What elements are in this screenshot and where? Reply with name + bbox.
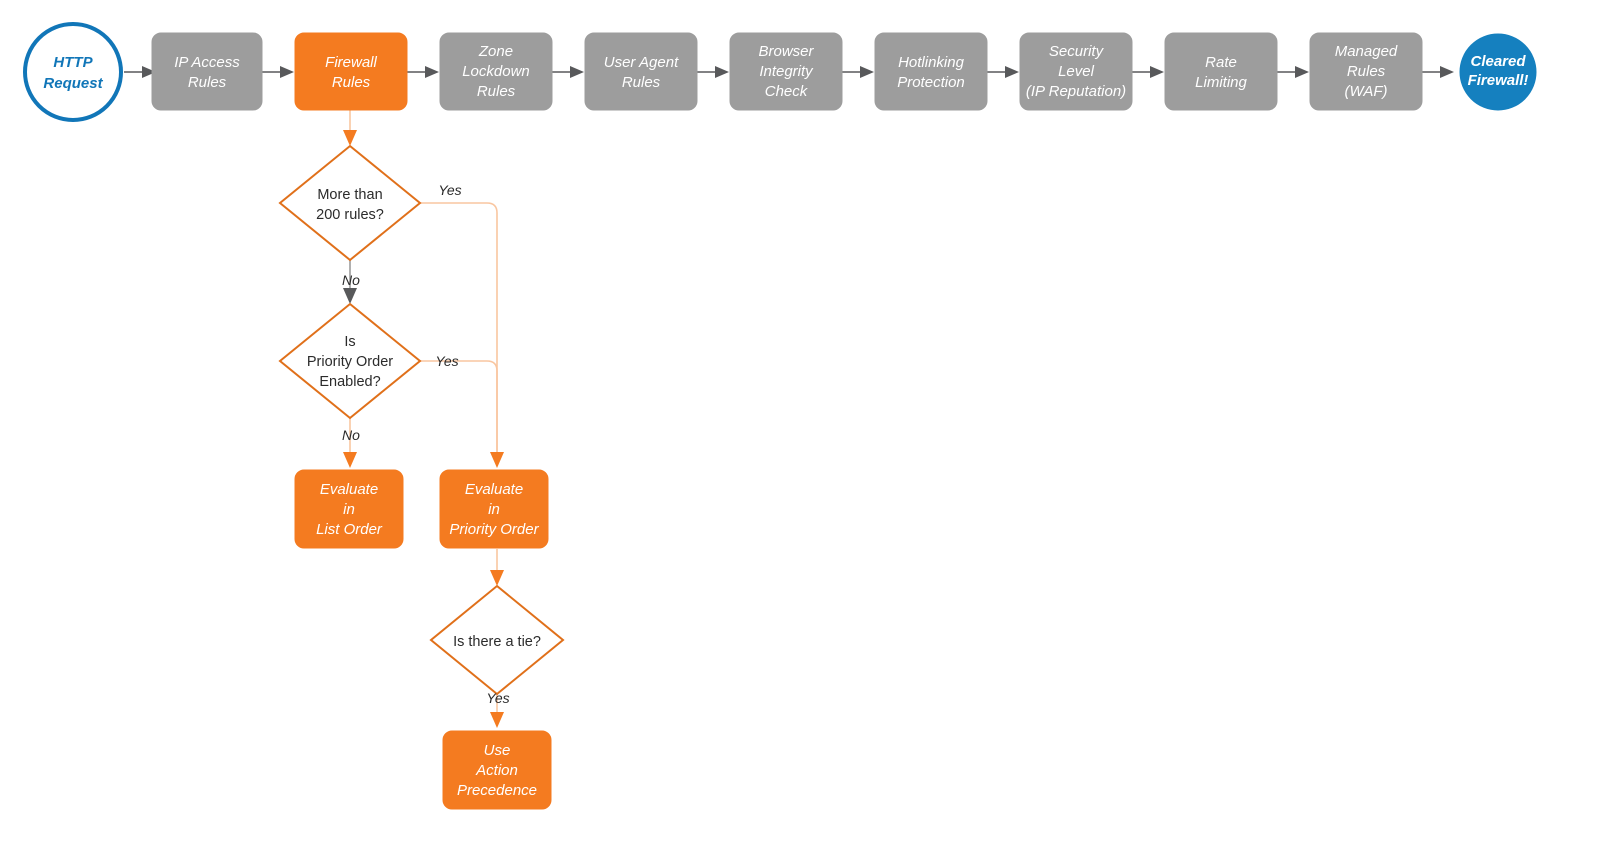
connector-managed-rules-to-end xyxy=(1422,66,1454,78)
node-security-level-line-1: Security xyxy=(1049,43,1105,60)
edge-label-yes-priority: Yes xyxy=(435,353,458,369)
node-use-action-precedence-line-1: Use xyxy=(484,742,511,759)
node-ip-access-rules[interactable]: IP Access Rules xyxy=(151,32,263,111)
node-security-level[interactable]: Security Level (IP Reputation) xyxy=(1019,32,1133,111)
edge-label-yes-tie: Yes xyxy=(486,690,509,706)
decision-is-there-a-tie-line-1: Is there a tie? xyxy=(453,634,541,650)
node-ip-access-rules-line-2: Rules xyxy=(188,74,227,91)
connector-hotlinking-to-security-level xyxy=(987,66,1019,78)
node-managed-rules-waf[interactable]: Managed Rules (WAF) xyxy=(1309,32,1423,111)
connector-firewall-to-zone-lockdown xyxy=(407,66,439,78)
decision-is-priority-order-enabled[interactable]: Is Priority Order Enabled? xyxy=(278,302,422,420)
node-browser-integrity-check[interactable]: Browser Integrity Check xyxy=(729,32,843,111)
connector-ip-access-to-firewall xyxy=(262,66,294,78)
node-zone-lockdown-rules-line-1: Zone xyxy=(478,43,513,60)
node-evaluate-in-list-order-line-1: Evaluate xyxy=(320,481,378,498)
node-managed-rules-waf-line-3: (WAF) xyxy=(1344,83,1387,100)
node-evaluate-in-priority-order[interactable]: Evaluate in Priority Order xyxy=(439,469,549,549)
node-zone-lockdown-rules-line-3: Rules xyxy=(477,83,516,100)
node-use-action-precedence[interactable]: Use Action Precedence xyxy=(442,730,552,810)
connector-start-to-ip-access xyxy=(124,66,156,78)
node-managed-rules-waf-line-1: Managed xyxy=(1335,43,1398,60)
connector-rate-limiting-to-managed-rules xyxy=(1277,66,1309,78)
node-zone-lockdown-rules[interactable]: Zone Lockdown Rules xyxy=(439,32,553,111)
node-evaluate-in-priority-order-line-1: Evaluate xyxy=(465,481,523,498)
node-evaluate-in-priority-order-line-2: in xyxy=(488,501,500,518)
node-ip-access-rules-line-1: IP Access xyxy=(174,54,240,71)
decision-more-than-200-rules-line-1: More than xyxy=(317,187,382,203)
node-user-agent-rules-line-1: User Agent xyxy=(604,54,679,71)
connector-priority-no-to-evaluate-list xyxy=(343,413,357,468)
edge-label-yes-200: Yes xyxy=(438,182,461,198)
connector-priority-yes-to-evaluate-priority xyxy=(420,360,498,452)
node-firewall-rules-line-1: Firewall xyxy=(325,54,377,71)
node-evaluate-in-priority-order-line-3: Priority Order xyxy=(449,521,539,538)
node-cleared-firewall-line-1: Cleared xyxy=(1470,53,1526,70)
decision-is-priority-order-enabled-line-1: Is xyxy=(344,334,355,350)
connector-browser-integrity-to-hotlinking xyxy=(842,66,874,78)
connector-security-level-to-rate-limiting xyxy=(1132,66,1164,78)
node-browser-integrity-check-line-2: Integrity xyxy=(759,63,814,80)
connector-decision200-yes-to-evaluate-priority xyxy=(420,202,504,468)
node-cleared-firewall-line-2: Firewall! xyxy=(1468,72,1529,89)
node-hotlinking-protection-line-2: Protection xyxy=(897,74,965,91)
pipeline-connectors xyxy=(124,66,1454,78)
decision-more-than-200-rules-line-2: 200 rules? xyxy=(316,207,384,223)
node-rate-limiting-line-1: Rate xyxy=(1205,54,1237,71)
node-rate-limiting-line-2: Limiting xyxy=(1195,74,1247,91)
node-http-request-line-2: Request xyxy=(43,75,103,92)
branch-connectors: Is Priority Order Enabled? --> right and… xyxy=(343,108,504,728)
node-rate-limiting[interactable]: Rate Limiting xyxy=(1164,32,1278,111)
node-user-agent-rules-line-2: Rules xyxy=(622,74,661,91)
decision-is-there-a-tie[interactable]: Is there a tie? xyxy=(429,584,565,696)
connector-user-agent-to-browser-integrity xyxy=(697,66,729,78)
node-use-action-precedence-line-3: Precedence xyxy=(457,782,537,799)
node-firewall-rules-line-2: Rules xyxy=(332,74,371,91)
node-hotlinking-protection[interactable]: Hotlinking Protection xyxy=(874,32,988,111)
edge-label-no-200: No xyxy=(342,272,360,288)
decision-is-priority-order-enabled-line-3: Enabled? xyxy=(319,374,380,390)
node-evaluate-in-list-order[interactable]: Evaluate in List Order xyxy=(294,469,404,549)
decision-more-than-200-rules[interactable]: More than 200 rules? xyxy=(278,144,422,262)
node-use-action-precedence-line-2: Action xyxy=(475,762,518,779)
edge-label-no-priority: No xyxy=(342,427,360,443)
connector-zone-lockdown-to-user-agent xyxy=(552,66,584,78)
node-user-agent-rules[interactable]: User Agent Rules xyxy=(584,32,698,111)
node-hotlinking-protection-line-1: Hotlinking xyxy=(898,54,965,71)
node-zone-lockdown-rules-line-2: Lockdown xyxy=(462,63,530,80)
node-security-level-line-3: (IP Reputation) xyxy=(1026,83,1126,100)
node-browser-integrity-check-line-3: Check xyxy=(765,83,809,100)
node-http-request[interactable]: HTTP Request xyxy=(23,22,123,122)
node-cleared-firewall[interactable]: Cleared Firewall! xyxy=(1459,33,1537,111)
node-managed-rules-waf-line-2: Rules xyxy=(1347,63,1386,80)
node-http-request-line-1: HTTP xyxy=(53,54,93,71)
connector-firewall-to-decision-200 xyxy=(343,108,357,146)
node-security-level-line-2: Level xyxy=(1058,63,1095,80)
node-browser-integrity-check-line-1: Browser xyxy=(758,43,814,60)
connector-evaluate-priority-to-tie xyxy=(490,549,504,586)
node-evaluate-in-list-order-line-3: List Order xyxy=(316,521,383,538)
node-evaluate-in-list-order-line-2: in xyxy=(343,501,355,518)
decision-is-priority-order-enabled-line-2: Priority Order xyxy=(307,354,393,370)
node-firewall-rules[interactable]: Firewall Rules xyxy=(294,32,408,111)
